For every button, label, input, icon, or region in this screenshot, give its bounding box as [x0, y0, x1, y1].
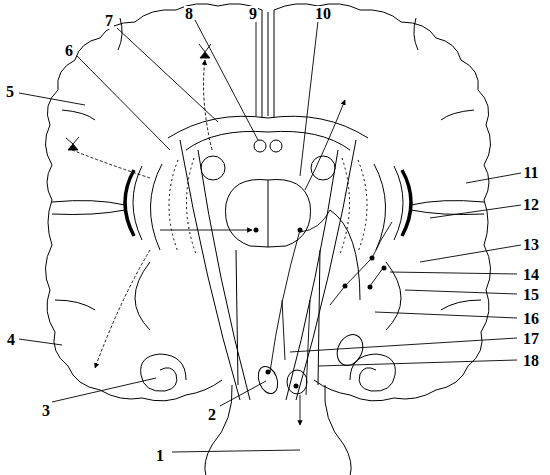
- callout-number: 2: [207, 407, 217, 423]
- callout-number: 6: [64, 43, 74, 59]
- callout-number: 5: [5, 84, 15, 100]
- callout-number: 16: [522, 311, 540, 327]
- leader-lines: [19, 20, 521, 452]
- callout-number: 8: [184, 6, 194, 22]
- callout-number: 17: [522, 331, 540, 347]
- callout-number: 11: [522, 165, 539, 181]
- callout-number: 1: [155, 448, 165, 464]
- callout-number: 14: [522, 267, 540, 283]
- callout-number: 3: [41, 403, 51, 419]
- callout-number: 10: [314, 6, 332, 22]
- callout-number: 9: [248, 6, 258, 22]
- callout-number: 12: [522, 197, 540, 213]
- callout-number: 13: [522, 237, 540, 253]
- callout-number: 18: [522, 353, 540, 369]
- callout-number: 15: [522, 287, 540, 303]
- callout-number: 7: [104, 13, 114, 29]
- callout-number: 4: [6, 332, 16, 348]
